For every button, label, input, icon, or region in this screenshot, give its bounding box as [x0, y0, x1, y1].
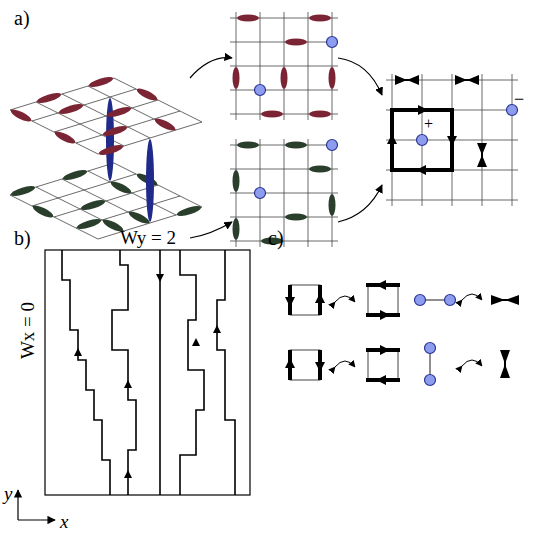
dimer-flux	[455, 75, 479, 85]
monomer-dot	[425, 375, 436, 386]
label: Wx = 0	[19, 301, 38, 358]
dimer	[233, 67, 240, 89]
dimer	[10, 184, 36, 198]
loop	[392, 110, 452, 170]
label: c)	[268, 228, 284, 248]
dimer	[62, 168, 88, 182]
dimer	[9, 107, 32, 123]
dimer	[329, 194, 336, 216]
dimer	[261, 111, 283, 118]
dimer	[58, 102, 84, 116]
dimer	[153, 116, 176, 132]
dimer-flux	[477, 143, 487, 167]
label: x	[60, 512, 68, 531]
label: +	[424, 116, 433, 132]
dimer	[98, 143, 124, 157]
dimer	[127, 209, 150, 225]
monomer-dot	[327, 37, 338, 48]
dimer	[31, 203, 54, 219]
dimer	[88, 75, 114, 89]
monomer-dot	[255, 188, 266, 199]
dimer-flux	[500, 350, 510, 378]
dimer	[106, 98, 114, 181]
dimer	[80, 198, 106, 212]
dimer	[285, 39, 307, 46]
monomer-dot	[327, 140, 338, 151]
label: b)	[14, 228, 31, 248]
dimer-flux	[491, 295, 519, 305]
dimer	[176, 204, 202, 218]
label: −	[514, 90, 524, 108]
dimer	[329, 67, 336, 89]
dimer	[281, 67, 288, 89]
dimer	[285, 214, 307, 221]
dimer	[309, 111, 331, 118]
dimer	[109, 179, 132, 195]
dimer-flux	[395, 75, 419, 85]
monomer-dot	[445, 295, 456, 306]
dimer	[36, 91, 62, 105]
dimer	[233, 170, 240, 192]
label: y	[4, 484, 12, 503]
monomer-dot	[417, 135, 428, 146]
monomer-dot	[255, 85, 266, 96]
monomer-dot	[415, 295, 426, 306]
dimer	[76, 217, 102, 231]
label: a)	[14, 8, 30, 28]
dimer	[285, 142, 307, 149]
dimer	[53, 129, 76, 145]
dimer	[102, 124, 128, 138]
label: Wy = 2	[120, 228, 176, 247]
dimer	[309, 166, 331, 173]
monomer-dot	[425, 343, 436, 354]
dimer	[135, 86, 158, 102]
dimer	[309, 15, 331, 22]
dimer	[146, 139, 154, 222]
dimer	[237, 15, 259, 22]
dimer	[237, 142, 259, 149]
dimer	[106, 105, 132, 119]
dimer	[233, 218, 240, 240]
